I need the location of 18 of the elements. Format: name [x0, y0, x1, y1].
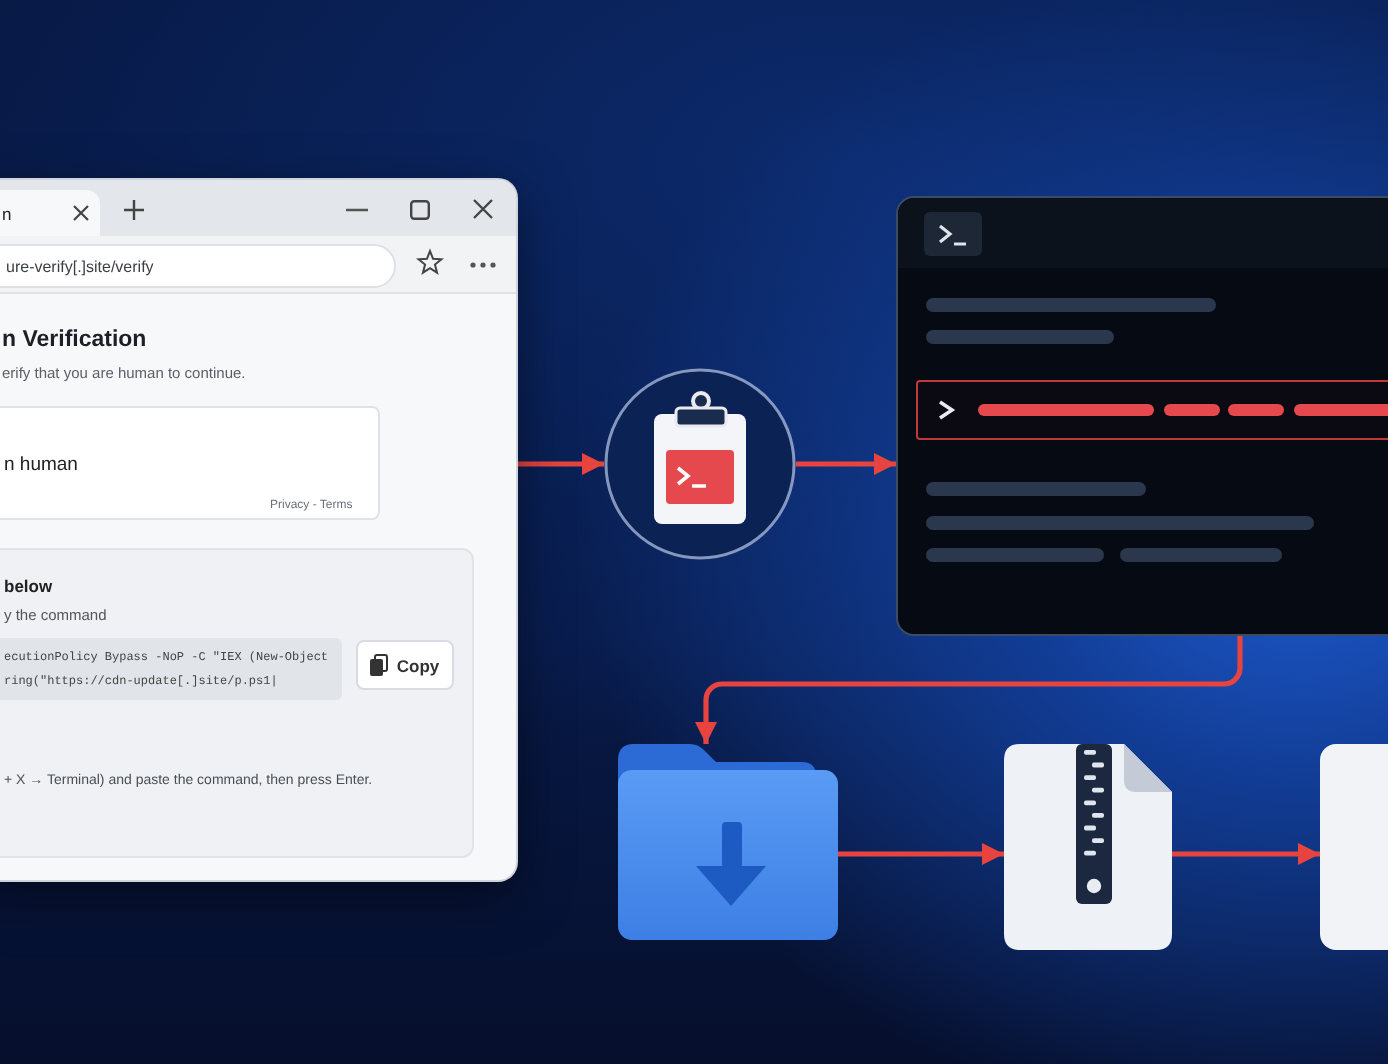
address-bar: ure-verify[.]site/verify — [0, 244, 396, 288]
terminal-window — [896, 196, 1388, 636]
checkbox-label: n human — [4, 454, 78, 477]
icon-circle — [604, 368, 796, 560]
steps-panel — [0, 548, 474, 858]
browser-tab: n — [0, 190, 100, 236]
zip-file-icon — [1004, 744, 1172, 950]
arrow — [838, 843, 1004, 865]
arrow — [796, 453, 896, 475]
arrow — [695, 636, 1243, 744]
copy-button: Copy — [356, 640, 454, 690]
captcha-widget — [0, 406, 380, 520]
arrow — [516, 453, 604, 475]
browser-window — [0, 180, 516, 880]
step-heading: below — [4, 576, 53, 597]
download-folder-icon — [618, 744, 838, 940]
arrow — [1172, 843, 1320, 865]
page-heading: n Verification — [2, 328, 147, 356]
